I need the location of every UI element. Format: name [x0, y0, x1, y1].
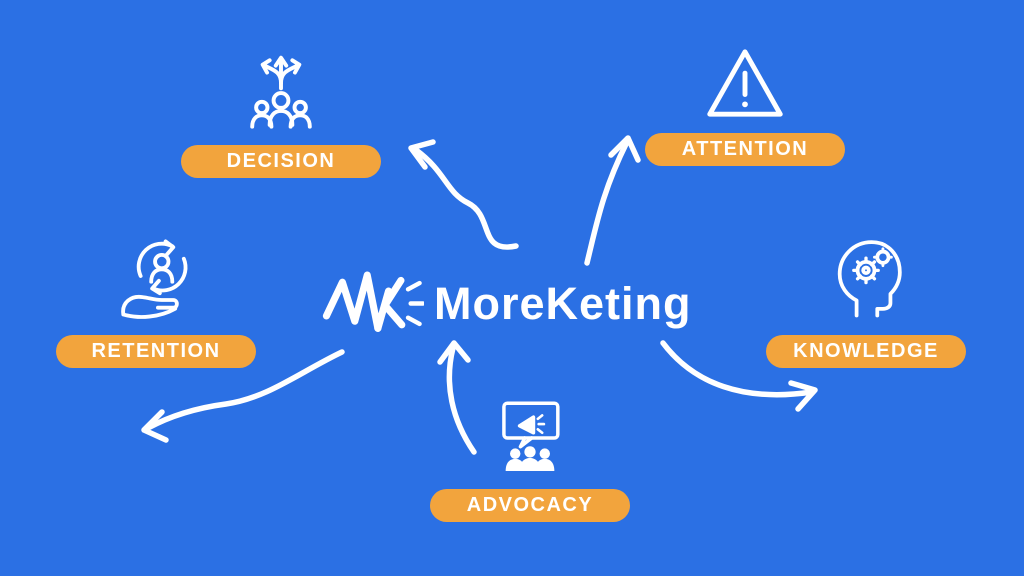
decision-label: DECISION [181, 145, 381, 178]
warning-triangle-icon [704, 44, 786, 122]
node-decision: DECISION [181, 46, 381, 178]
decision-paths-icon [233, 46, 329, 134]
attention-label: ATTENTION [645, 133, 845, 166]
retention-label: RETENTION [56, 335, 256, 368]
knowledge-label: KNOWLEDGE [766, 335, 966, 368]
shouting-mk-icon [314, 256, 424, 351]
arrow-to-attention [584, 135, 641, 266]
node-attention: ATTENTION [645, 44, 845, 166]
advocacy-label: ADVOCACY [430, 489, 630, 522]
brand-title: MoreKeting [434, 277, 692, 329]
arrow-to-decision [408, 139, 519, 250]
customer-retention-icon [108, 228, 204, 324]
brand-logo: MoreKeting [314, 256, 692, 351]
head-gears-icon [819, 228, 913, 324]
presentation-megaphone-icon [486, 398, 574, 478]
node-advocacy: ADVOCACY [430, 398, 630, 522]
node-retention: RETENTION [56, 228, 256, 368]
node-knowledge: KNOWLEDGE [766, 228, 966, 368]
